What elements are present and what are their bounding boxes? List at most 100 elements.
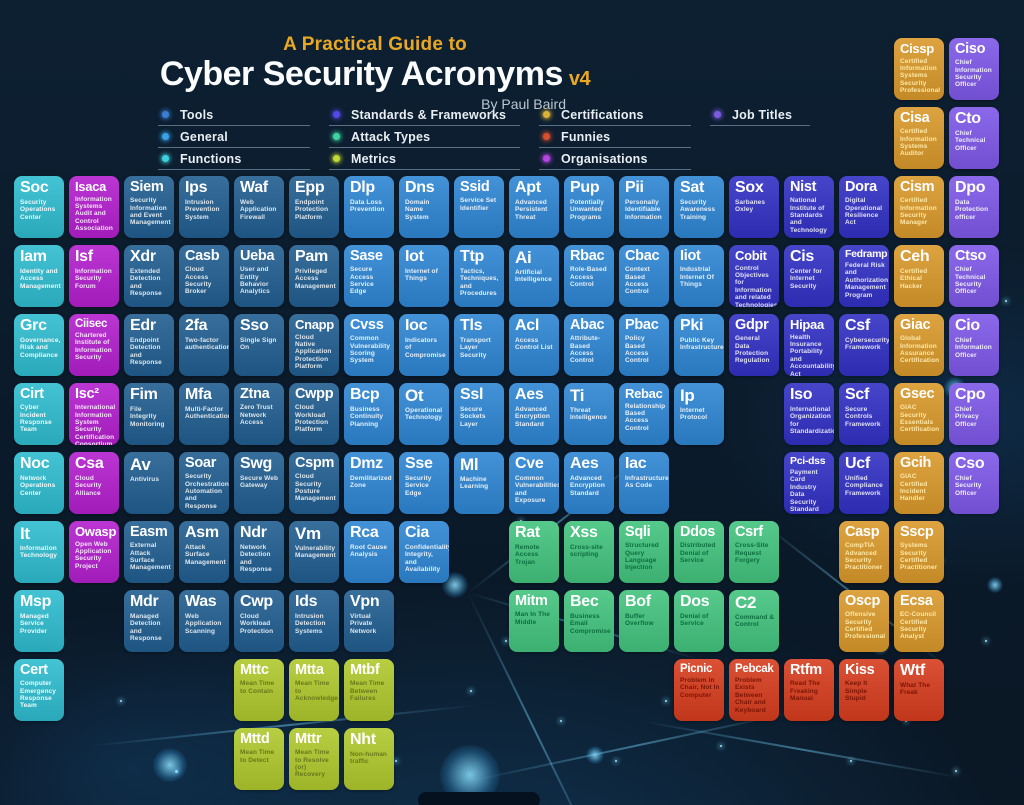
tile-acronym: Sqli <box>625 524 651 540</box>
tile-acronym: Aes <box>515 386 544 403</box>
tile-acronym: Iot <box>405 248 424 265</box>
tile-description: Security Service Edge <box>405 474 432 497</box>
tile-acronym: Soc <box>20 179 49 196</box>
tile-description: Tactics, Techniques, and Procedures <box>460 267 499 298</box>
tile-description: Systems Security Certified Practitioner <box>900 542 938 572</box>
standards-dot-icon <box>333 111 340 118</box>
tile-description: National Institute of Standards and Tech… <box>790 197 827 234</box>
tile-acronym: Easm <box>130 524 168 540</box>
tile-acronym: Mtta <box>295 662 324 678</box>
tile-acronym: Cwpp <box>295 386 334 402</box>
tile-acronym: Cism <box>900 179 935 195</box>
tile-description: Cloud Workload Protection Platform <box>295 404 329 434</box>
tile-acronym: Ssid <box>460 179 490 195</box>
tile-acronym: Cspm <box>295 455 335 471</box>
tile-description: Computer Emergency Response Team <box>20 680 56 710</box>
tile-acronym: Ucf <box>845 455 870 472</box>
tile-description: Secure Access Service Edge <box>350 266 374 296</box>
tile-description: Information Security Forum <box>75 267 112 290</box>
tile-description: Certified Ethical Hacker <box>900 267 928 290</box>
tile-acronym: Iiot <box>680 248 701 264</box>
tile-description: Problem In Chair, Not In Computer <box>680 677 720 699</box>
tile-description: Security Operations Center <box>20 198 56 221</box>
tile-acronym: Isaca <box>75 179 107 194</box>
legend-label: Metrics <box>351 151 397 166</box>
tile-description: Payment Card Industry Data Security Stan… <box>790 469 819 514</box>
tile-description: Service Set Identifier <box>460 197 497 212</box>
tile-description: GIAC Security Essentials Certification <box>900 404 940 434</box>
tile-acronym: 2fa <box>185 317 208 334</box>
tile-acronym: Pii <box>625 179 644 196</box>
tile-description: File Integrity Monitoring <box>130 405 165 428</box>
tile-acronym: Wtf <box>900 662 925 679</box>
tile-acronym: Sox <box>735 179 764 196</box>
page-title-text: Cyber Security Acronyms <box>159 55 563 93</box>
tile-description: Unified Compliance Framework <box>845 474 883 497</box>
tile-acronym: Ciso <box>955 41 986 57</box>
tile-description: Cybersecurity Framework <box>845 336 889 352</box>
tile-description: Secure Web Gateway <box>240 474 279 490</box>
tile-acronym: Gdpr <box>735 317 769 333</box>
tile-description: Managed Service Provider <box>20 612 49 635</box>
tile-description: Demilitarized Zone <box>350 474 392 490</box>
legend-label: Tools <box>180 107 214 122</box>
tile-description: Network Detection and Response <box>240 543 272 574</box>
tile-acronym: Bof <box>625 593 651 610</box>
tile-acronym: Cissp <box>900 41 934 56</box>
tile-description: Secure Controls Framework <box>845 405 881 428</box>
tile-acronym: Gsec <box>900 386 935 402</box>
tile-description: External Attack Surface Management <box>130 542 171 572</box>
tile-acronym: Grc <box>20 317 47 334</box>
tools-dot-icon <box>162 111 169 118</box>
tile-description: Role-Based Access Control <box>570 266 607 289</box>
tile-description: Domain Name System <box>405 198 430 221</box>
tile-acronym: Rtfm <box>790 662 822 678</box>
tile-description: Cloud Access Security Broker <box>185 266 212 296</box>
tile-acronym: Ceh <box>900 248 930 265</box>
tile-description: Endpoint Protection Platform <box>295 198 329 221</box>
tile-description: Sarbanes Oxley <box>735 198 766 214</box>
tile-acronym: Ttp <box>460 248 484 265</box>
legend-column-4: Job Titles <box>710 104 810 170</box>
tile-description: Business Continuity Planning <box>350 405 384 428</box>
tile-description: Read The Freaking Manual <box>790 680 821 703</box>
tile-acronym: Iam <box>20 248 47 265</box>
header-kicker: A Practical Guide to <box>283 34 467 55</box>
tile-description: Single Sign On <box>240 336 277 352</box>
tile-acronym: Nist <box>790 179 817 195</box>
tile-acronym: Pki <box>680 317 704 334</box>
